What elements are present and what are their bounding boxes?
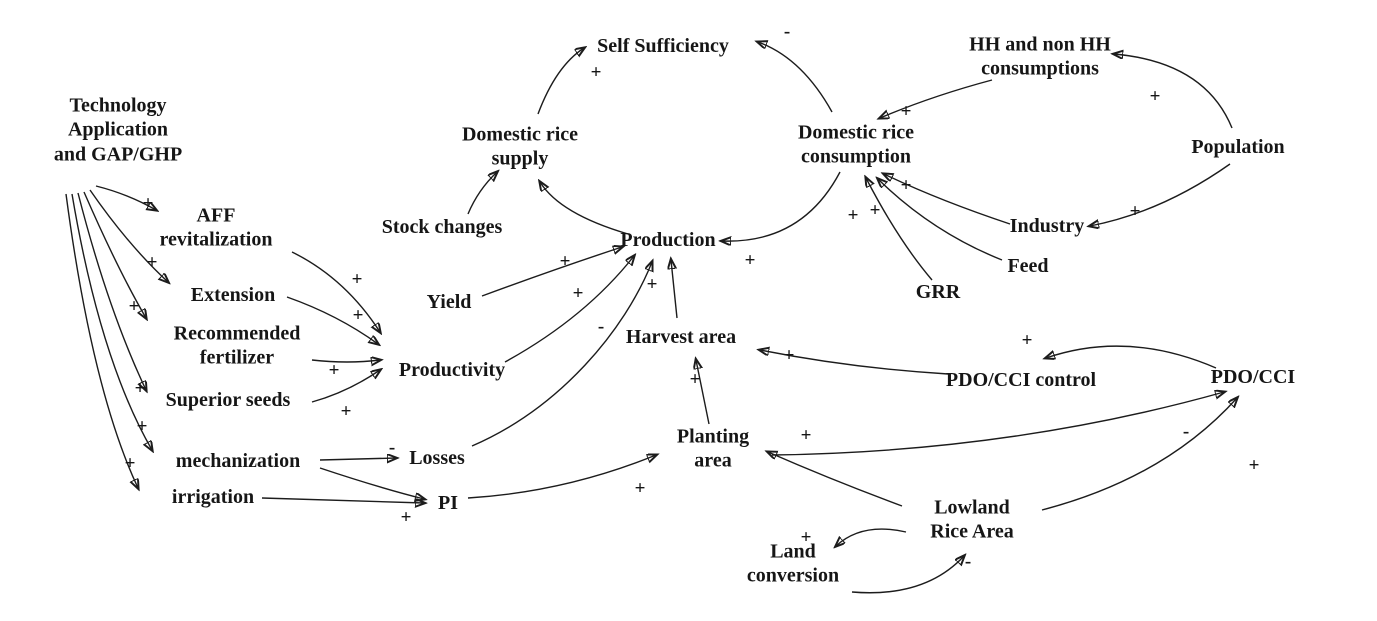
sign-losses-production: - bbox=[597, 316, 605, 337]
sign-industry-consumption: + bbox=[900, 175, 912, 196]
sign-pdocontrol-harvest: + bbox=[783, 345, 795, 366]
node-population: Population bbox=[1191, 135, 1285, 158]
sign-population-industry: + bbox=[1129, 201, 1141, 222]
node-planting-area: Planting area bbox=[676, 425, 750, 472]
node-extension: Extension bbox=[190, 283, 276, 306]
sign-lowland-landconv: + bbox=[800, 527, 812, 548]
node-industry: Industry bbox=[1009, 214, 1085, 237]
sign-technology-seeds: + bbox=[134, 378, 146, 399]
node-technology-application: Technology Application and GAP/GHP bbox=[53, 94, 183, 166]
edge-extension-productivity bbox=[286, 296, 378, 344]
sign-technology-mechanization: + bbox=[136, 416, 148, 437]
sign-fertilizer-productivity: + bbox=[328, 360, 340, 381]
sign-pi-planting: + bbox=[634, 478, 646, 499]
edge-technology-extension bbox=[89, 189, 168, 282]
edge-mechanization-losses bbox=[319, 458, 396, 460]
sign-lowland-planting: + bbox=[800, 425, 812, 446]
edge-losses-production bbox=[471, 262, 652, 447]
sign-technology-fertilizer: + bbox=[128, 296, 140, 317]
edge-population-hh bbox=[1114, 54, 1233, 129]
edge-aff-productivity bbox=[291, 251, 380, 332]
edge-pdocci-pdocontrol bbox=[1046, 345, 1217, 369]
sign-harvest-production: + bbox=[646, 274, 658, 295]
node-harvest-area: Harvest area bbox=[625, 325, 737, 348]
sign-aff-productivity: + bbox=[351, 269, 363, 290]
edge-stock-supply bbox=[467, 172, 497, 215]
edge-pi-planting bbox=[467, 455, 656, 499]
node-productivity: Productivity bbox=[398, 358, 506, 381]
edge-consumption-selfsuff bbox=[758, 42, 833, 113]
edge-feed-consumption bbox=[878, 179, 1003, 261]
node-pdo-cci: PDO/CCI bbox=[1210, 365, 1296, 388]
edge-mechanization-pi bbox=[319, 467, 424, 499]
edge-irrigation-pi bbox=[261, 497, 424, 503]
node-aff-revitalization: AFF revitalization bbox=[159, 204, 273, 251]
edge-industry-consumption bbox=[884, 174, 1011, 225]
node-stock-changes: Stock changes bbox=[381, 215, 503, 238]
sign-grr-consumption: + bbox=[847, 205, 859, 226]
edge-supply-selfsuff bbox=[537, 48, 584, 115]
sign-population-hh: + bbox=[1149, 86, 1161, 107]
sign-productivity-production: + bbox=[572, 283, 584, 304]
node-grr: GRR bbox=[915, 280, 961, 303]
sign-landconv-lowland: - bbox=[964, 551, 972, 572]
edge-technology-fertilizer bbox=[83, 191, 146, 318]
edge-population-industry bbox=[1090, 163, 1231, 226]
sign-planting-harvest: + bbox=[689, 369, 701, 390]
node-domestic-rice-consumption: Domestic rice consumption bbox=[797, 121, 915, 168]
sign-consumption-selfsuff: - bbox=[783, 21, 791, 42]
edge-technology-aff bbox=[95, 185, 156, 210]
edge-grr-consumption bbox=[866, 178, 933, 281]
edge-yield-production bbox=[481, 247, 622, 297]
edge-landconv-lowland bbox=[851, 556, 964, 594]
node-pi: PI bbox=[438, 491, 458, 514]
node-recommended-fertilizer: Recommended fertilizer bbox=[173, 322, 301, 369]
edge-planting-pdocci bbox=[771, 392, 1224, 456]
sign-hh-consumption: + bbox=[900, 101, 912, 122]
edge-pdocontrol-harvest bbox=[760, 350, 949, 375]
sign-consumption-production: + bbox=[744, 250, 756, 271]
edge-lowland-landconv bbox=[836, 528, 907, 546]
edge-harvest-production bbox=[671, 260, 678, 319]
node-hh-and-non-hh-consumptions: HH and non HH consumptions bbox=[969, 33, 1111, 80]
node-mechanization: mechanization bbox=[175, 449, 301, 472]
sign-irrigation-pi: + bbox=[400, 507, 412, 528]
edge-seeds-productivity bbox=[311, 370, 380, 403]
node-land-conversion: Land conversion bbox=[746, 540, 840, 587]
sign-planting-pdocci: - bbox=[1182, 421, 1190, 442]
edge-fertilizer-productivity bbox=[311, 360, 380, 362]
node-irrigation: irrigation bbox=[171, 485, 255, 508]
node-domestic-rice-supply: Domestic rice supply bbox=[461, 123, 579, 170]
sign-mechanization-losses: - bbox=[388, 437, 396, 458]
node-production: Production bbox=[620, 228, 716, 251]
node-feed: Feed bbox=[1007, 254, 1049, 277]
node-yield: Yield bbox=[426, 290, 472, 313]
edge-planting-harvest bbox=[696, 360, 710, 425]
node-losses: Losses bbox=[409, 446, 465, 469]
sign-seeds-productivity: + bbox=[340, 401, 352, 422]
edge-consumption-production bbox=[722, 171, 841, 241]
node-superior-seeds: Superior seeds bbox=[165, 388, 291, 411]
edge-technology-seeds bbox=[77, 192, 146, 390]
sign-technology-irrigation: + bbox=[124, 453, 136, 474]
edge-production-supply bbox=[540, 182, 629, 235]
sign-technology-extension: + bbox=[146, 252, 158, 273]
node-self-sufficiency: Self Sufficiency bbox=[597, 34, 729, 57]
sign-yield-production: + bbox=[559, 251, 571, 272]
edge-lowland-pdocci bbox=[1041, 398, 1237, 511]
sign-feed-consumption: + bbox=[869, 200, 881, 221]
node-lowland-rice-area: Lowland Rice Area bbox=[930, 496, 1014, 543]
edge-productivity-production bbox=[504, 256, 634, 363]
edge-technology-irrigation bbox=[65, 193, 138, 488]
sign-pdocci-pdocontrol: + bbox=[1021, 330, 1033, 351]
sign-lowland-pdocci: + bbox=[1248, 455, 1260, 476]
edge-lowland-planting bbox=[768, 452, 903, 507]
node-pdo-cci-control: PDO/CCI control bbox=[945, 368, 1097, 391]
edge-hh-consumption bbox=[880, 79, 993, 118]
sign-extension-productivity: + bbox=[352, 305, 364, 326]
sign-technology-aff: + bbox=[142, 193, 154, 214]
sign-supply-selfsuff: + bbox=[590, 62, 602, 83]
edge-technology-mechanization bbox=[71, 193, 152, 450]
